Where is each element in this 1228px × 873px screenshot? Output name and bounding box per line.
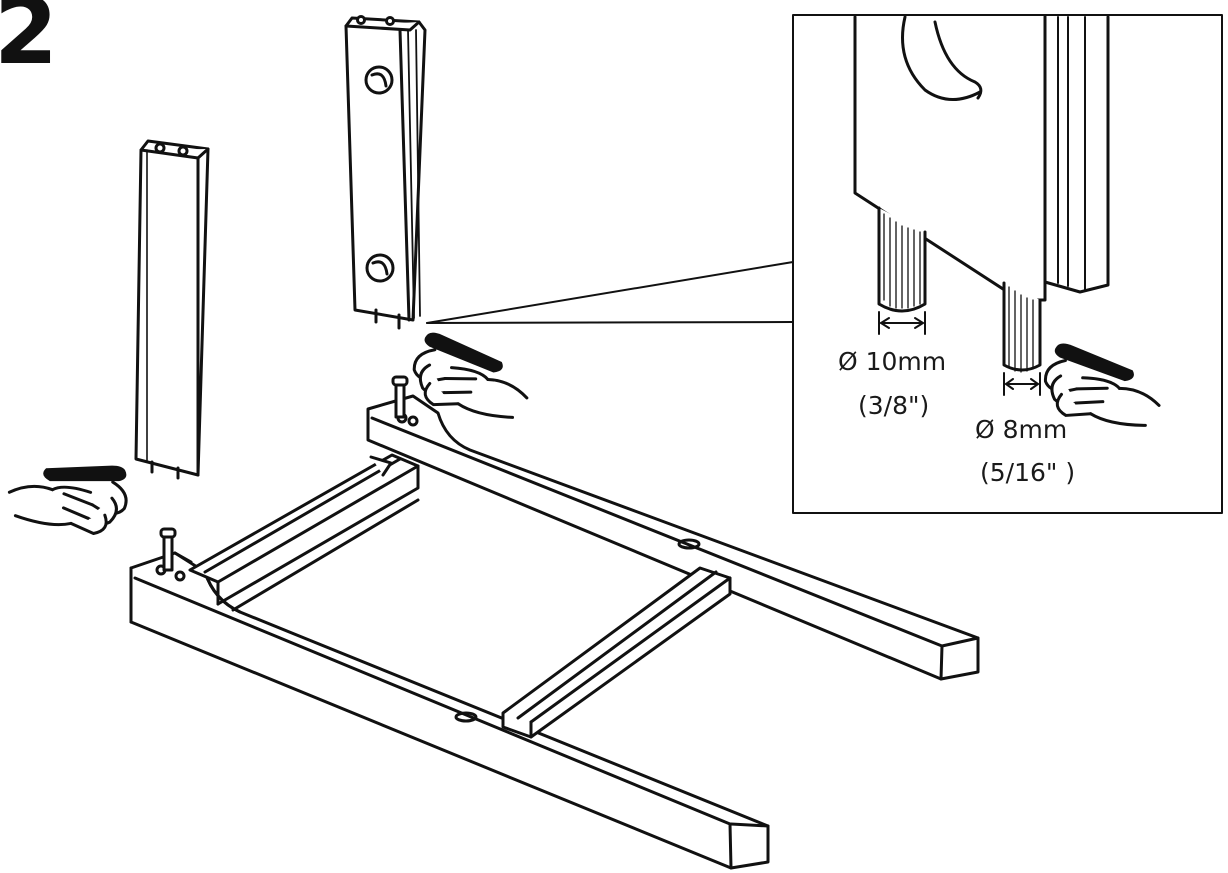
dowel-large-imperial-label: (3/8") [858, 391, 930, 420]
detail-callout [426, 14, 1223, 514]
dimension-10mm [878, 311, 926, 335]
middle-cross-rail [501, 566, 732, 739]
step-number: 2 [0, 0, 59, 85]
pointing-hand-icon [3, 446, 134, 540]
bolt-icon [391, 375, 409, 419]
back-rail-slot [677, 538, 701, 550]
left-leg [134, 139, 210, 480]
dowel-8mm [1002, 281, 1042, 372]
chair-base-frame [129, 394, 980, 870]
front-rail-slot [454, 711, 478, 723]
dimension-8mm [1003, 372, 1041, 396]
bolt-icon [159, 527, 177, 572]
dowel-large-metric-label: Ø 10mm [838, 347, 947, 376]
dowel-small-imperial-label: (5/16" ) [980, 458, 1076, 487]
right-leg [344, 15, 427, 330]
dowel-small-metric-label: Ø 8mm [975, 415, 1068, 444]
